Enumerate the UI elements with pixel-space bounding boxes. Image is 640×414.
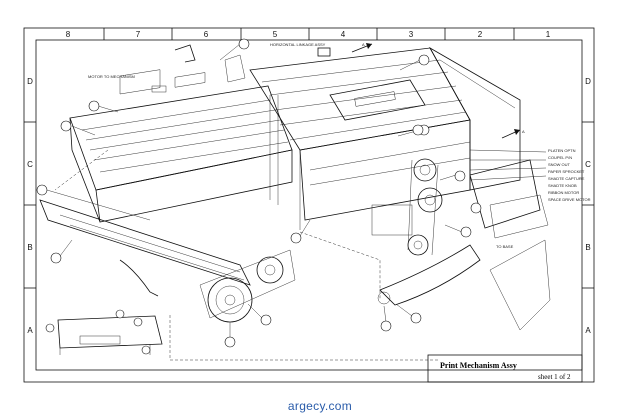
zone-row-a-right: A bbox=[585, 326, 591, 335]
zone-col-8: 8 bbox=[66, 30, 71, 39]
zone-col-6: 6 bbox=[204, 30, 209, 39]
mechanism-frame bbox=[69, 69, 293, 223]
carriage-assembly bbox=[249, 46, 521, 230]
zone-row-c-right: C bbox=[585, 160, 591, 169]
zone-col-4: 4 bbox=[341, 30, 346, 39]
callout-bubbles bbox=[36, 38, 482, 355]
note-platen-2: COUPEL P/N bbox=[548, 155, 572, 160]
hidden-lines bbox=[54, 149, 440, 361]
zone-row-d-right: D bbox=[585, 77, 591, 86]
platen-notes-list: PLATEN OPTN COUPEL P/N SNOW OUT PAPER SP… bbox=[469, 148, 591, 202]
sheet-number: sheet 1 of 2 bbox=[538, 373, 571, 381]
drawing-title: Print Mechanism Assy bbox=[440, 361, 517, 370]
note-horizontal-linkage: HORIZONTAL LINKAGE ASSY bbox=[270, 42, 326, 47]
title-block: Print Mechanism Assy sheet 1 of 2 bbox=[427, 354, 583, 383]
zone-row-b-left: B bbox=[27, 243, 32, 252]
zone-row-b-right: B bbox=[585, 243, 590, 252]
upper-bracket bbox=[151, 44, 331, 93]
bottom-drive bbox=[199, 249, 296, 323]
note-motor-to-mech: MOTOR TO MECHANISM bbox=[88, 74, 135, 79]
ref-arrow-right-label: A bbox=[522, 129, 525, 134]
zone-col-2: 2 bbox=[478, 30, 483, 39]
row-zone-labels: D C B A D C B A bbox=[27, 77, 591, 335]
zone-col-3: 3 bbox=[409, 30, 414, 39]
zone-col-7: 7 bbox=[136, 30, 141, 39]
drive-gears bbox=[371, 158, 443, 256]
column-zone-labels: 8 7 6 5 4 3 2 1 bbox=[66, 30, 551, 39]
platen-bar bbox=[39, 187, 251, 297]
note-platen-5: SHADTE CAPTURE bbox=[548, 176, 585, 181]
zone-row-d-left: D bbox=[27, 77, 33, 86]
note-to-base: TO BASE bbox=[496, 244, 514, 249]
note-platen-7: RIBBON MOTOR bbox=[548, 190, 579, 195]
ref-arrow-label: A bbox=[362, 42, 365, 47]
watermark-text: argecy.com bbox=[287, 399, 353, 413]
reference-arrows: A A bbox=[351, 42, 525, 139]
note-platen-8: SPACE DRIVE MOTOR bbox=[548, 197, 591, 202]
zone-col-1: 1 bbox=[546, 30, 551, 39]
zone-row-a-left: A bbox=[27, 326, 33, 335]
note-platen-3: SNOW OUT bbox=[548, 162, 571, 167]
note-platen-1: PLATEN OPTN bbox=[548, 148, 576, 153]
note-platen-6: SHADTE KNOB bbox=[548, 183, 577, 188]
zone-row-c-left: C bbox=[27, 160, 33, 169]
zone-col-5: 5 bbox=[273, 30, 278, 39]
annotation-notes: HORIZONTAL LINKAGE ASSY MOTOR TO MECHANI… bbox=[88, 42, 514, 249]
paper-chute bbox=[377, 159, 551, 331]
note-platen-4: PAPER SPROCKET bbox=[548, 169, 585, 174]
drawing-frame bbox=[23, 27, 595, 383]
